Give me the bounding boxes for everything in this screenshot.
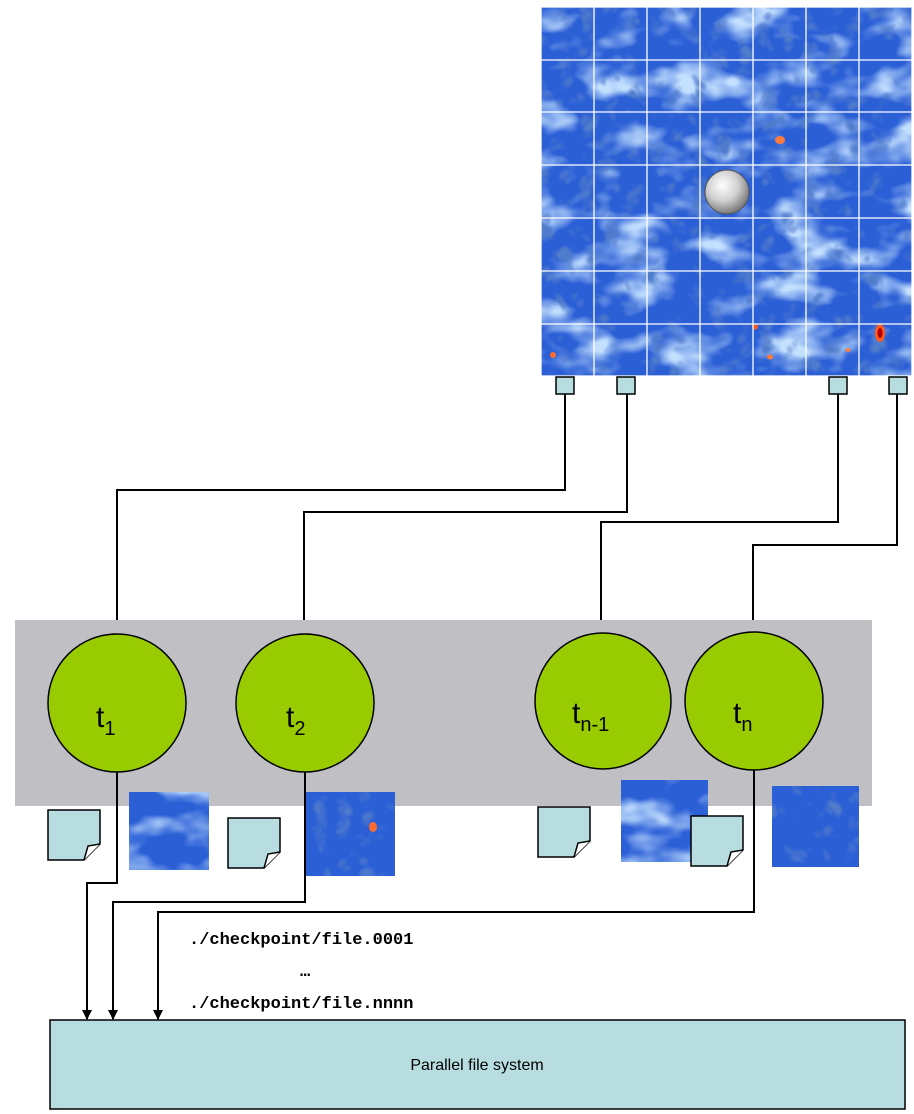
thread-name: t (733, 697, 742, 730)
svg-text:t2: t2 (286, 701, 305, 740)
thread-subscript: n (741, 714, 752, 736)
svg-text:tn: tn (733, 697, 752, 736)
checkpoint-file-last: ./checkpoint/file.nnnn (189, 995, 413, 1014)
thread-node (235, 633, 375, 773)
thread-subscript: 1 (104, 718, 115, 740)
thread-t2: t2 (235, 633, 375, 773)
port-n (888, 376, 908, 395)
svg-text:t1: t1 (96, 701, 115, 740)
write-connectors (82, 770, 755, 1020)
svg-text:tn-1: tn-1 (572, 697, 609, 736)
port-1 (555, 376, 575, 395)
thread-name: t (572, 697, 581, 730)
thread-node (534, 632, 672, 770)
connector-to-tn (748, 394, 898, 633)
file-icon (47, 809, 101, 861)
parallel-file-system (49, 1019, 906, 1110)
thread-t1: t1 (47, 633, 187, 773)
local-patch-1 (129, 792, 209, 870)
local-patch-2 (306, 792, 395, 876)
checkpoint-file-ellipsis: … (300, 963, 310, 982)
checkpoint-file-first: ./checkpoint/file.0001 (189, 931, 413, 950)
domain-ports (555, 376, 908, 395)
domain-decomposition-grid (540, 6, 913, 377)
port-2 (616, 376, 636, 395)
write-path-t1 (82, 772, 118, 1020)
thread-name: t (96, 701, 105, 734)
file-icon (690, 815, 744, 867)
storage-label: Parallel file system (410, 1057, 543, 1074)
write-path-tn (153, 770, 755, 1020)
file-icon (537, 806, 591, 858)
thread-node (47, 633, 187, 773)
connector-to-tn-1 (596, 394, 839, 633)
thread-node (684, 631, 824, 771)
local-patch-n (772, 786, 859, 867)
connector-to-t2 (299, 394, 628, 644)
thread-subscript: n-1 (580, 714, 609, 736)
thread-tn-1: tn-1 (534, 632, 672, 770)
thread-tn: tn (684, 631, 824, 771)
file-icon (227, 817, 281, 869)
distribution-connectors (112, 394, 898, 644)
write-path-t2 (108, 772, 306, 1020)
sphere-obstacle (704, 169, 750, 215)
connector-to-t1 (112, 394, 566, 644)
port-n-1 (828, 376, 848, 395)
thread-name: t (286, 701, 295, 734)
thread-subscript: 2 (294, 718, 305, 740)
